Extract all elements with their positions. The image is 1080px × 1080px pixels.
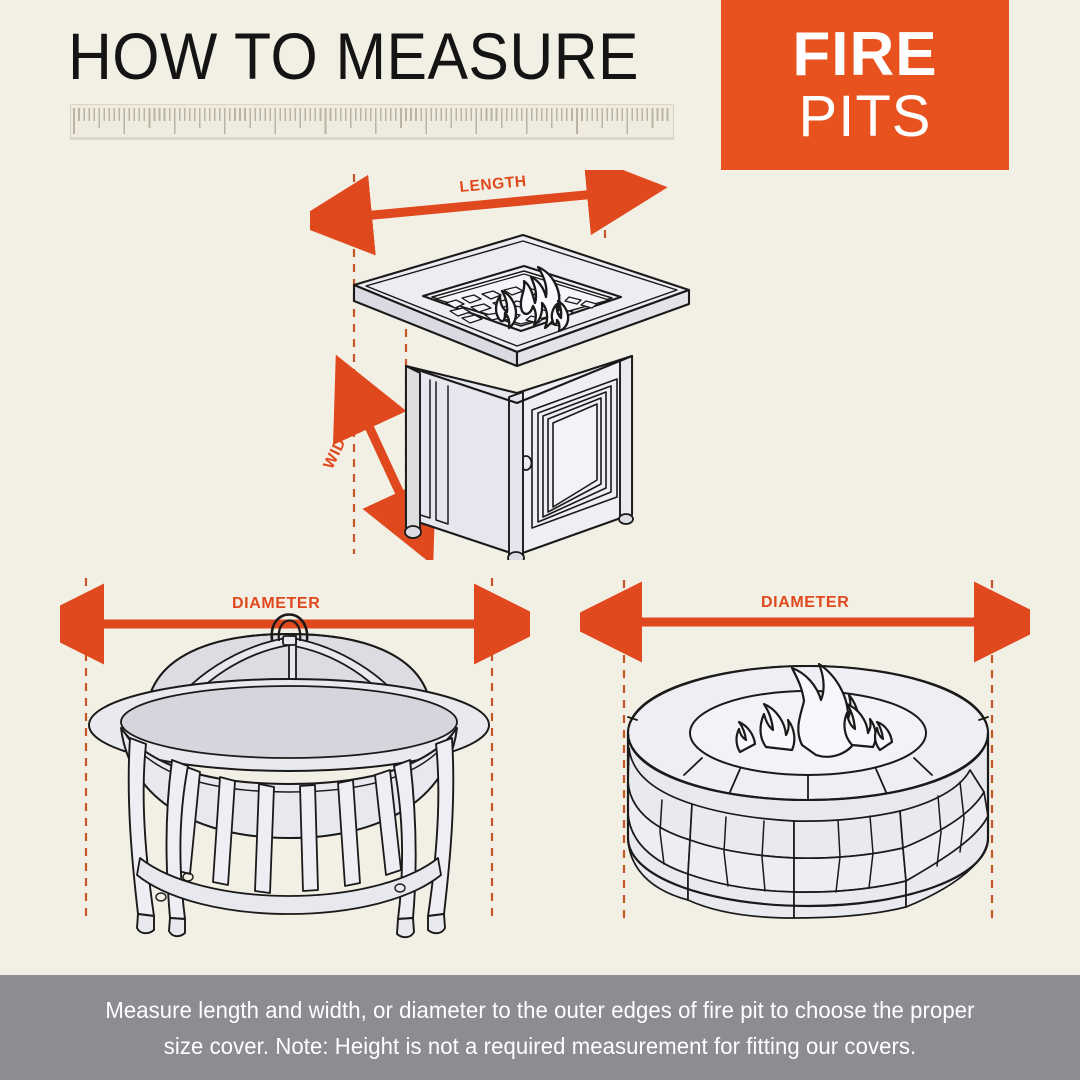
header: HOW TO MEASURE FIRE PITS — [0, 0, 1080, 175]
stone-fire-pit-illustration — [626, 662, 990, 919]
fire-pit-table-illustration — [352, 233, 691, 560]
diagram-round-bowl-fire-pit: DIAMETER — [60, 570, 530, 940]
badge-title-fire: FIRE — [792, 20, 938, 89]
guide-lines — [84, 578, 494, 922]
diagram-square-fire-pit-table: LENGTH WIDTH — [310, 170, 710, 560]
guide-lines — [622, 580, 994, 920]
bowl-fire-pit-illustration — [88, 613, 490, 939]
ruler-icon — [70, 104, 674, 140]
diagram-round-stone-fire-pit: DIAMETER — [580, 570, 1030, 940]
label-diameter: DIAMETER — [761, 594, 849, 611]
footer-caption: Measure length and width, or diameter to… — [105, 996, 975, 1059]
length-arrow — [310, 170, 668, 256]
fire-pits-badge: FIRE PITS — [721, 0, 1009, 170]
label-diameter: DIAMETER — [232, 595, 320, 612]
page-title: HOW TO MEASURE — [68, 19, 639, 93]
width-arrow — [333, 354, 436, 560]
badge-title-pits: PITS — [798, 84, 932, 149]
footer-bar: Measure length and width, or diameter to… — [0, 975, 1080, 1080]
label-length: LENGTH — [459, 173, 528, 196]
